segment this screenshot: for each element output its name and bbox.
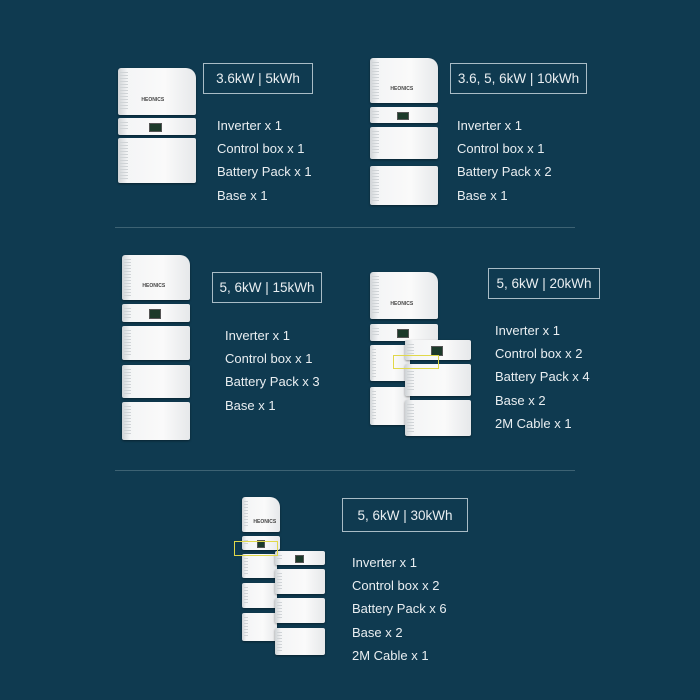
list-item: Base x 2	[352, 624, 403, 640]
list-item: Control box x 2	[352, 578, 440, 594]
battery-pack-unit	[405, 364, 471, 396]
display-screen	[295, 555, 304, 563]
component-list: Inverter x 1 Control box x 1 Battery Pac…	[225, 324, 320, 417]
control-box-unit	[118, 118, 196, 135]
component-list: Inverter x 1 Control box x 2 Battery Pac…	[352, 551, 447, 667]
inverter-unit: HEONICS	[242, 497, 280, 532]
list-item: Base x 1	[225, 397, 276, 413]
inverter-unit: HEONICS	[122, 255, 190, 300]
battery-pack-unit	[242, 554, 277, 578]
control-box-unit	[275, 551, 325, 565]
control-box-unit	[122, 304, 190, 322]
cable-highlight	[393, 355, 439, 369]
brand-logo: HEONICS	[253, 518, 277, 525]
battery-pack-unit	[122, 326, 190, 360]
list-item: Battery Pack x 4	[495, 369, 590, 385]
control-box-unit	[370, 107, 438, 123]
config-title: 3.6, 5, 6kW | 10kWh	[450, 63, 587, 94]
battery-pack-unit	[405, 400, 471, 436]
battery-pack-unit	[370, 345, 410, 381]
battery-pack-unit	[118, 138, 196, 183]
divider	[115, 227, 575, 228]
battery-pack-unit	[370, 127, 438, 159]
control-box-unit	[370, 324, 438, 341]
battery-pack-unit	[275, 598, 325, 623]
display-screen	[149, 123, 163, 132]
list-item: 2M Cable x 1	[352, 647, 429, 663]
divider	[115, 470, 575, 471]
list-item: Battery Pack x 2	[457, 164, 552, 180]
battery-pack-unit	[370, 387, 410, 425]
list-item: Base x 2	[495, 392, 546, 408]
component-list: Inverter x 1 Control box x 1 Battery Pac…	[457, 114, 552, 207]
list-item: Battery Pack x 6	[352, 601, 447, 617]
brand-logo: HEONICS	[390, 301, 414, 308]
config-title: 5, 6kW | 15kWh	[212, 272, 322, 303]
list-item: Battery Pack x 3	[225, 374, 320, 390]
brand-logo: HEONICS	[142, 282, 166, 289]
display-screen	[257, 540, 265, 548]
list-item: Control box x 1	[217, 141, 305, 157]
display-screen	[149, 309, 161, 319]
inverter-unit: HEONICS	[370, 58, 438, 103]
battery-pack-unit	[275, 569, 325, 594]
list-item: Control box x 1	[457, 141, 545, 157]
battery-pack-unit	[370, 166, 438, 205]
config-title: 5, 6kW | 30kWh	[342, 498, 468, 532]
list-item: Control box x 2	[495, 346, 583, 362]
list-item: Base x 1	[217, 187, 268, 203]
battery-pack-unit	[275, 628, 325, 655]
config-title: 3.6kW | 5kWh	[203, 63, 313, 94]
config-title: 5, 6kW | 20kWh	[488, 268, 600, 299]
inverter-unit: HEONICS	[370, 272, 438, 319]
battery-pack-unit	[122, 402, 190, 440]
cable-highlight	[234, 541, 278, 556]
control-box-unit	[242, 536, 280, 550]
battery-pack-unit	[122, 365, 190, 398]
inverter-unit: HEONICS	[118, 68, 196, 115]
list-item: Inverter x 1	[495, 323, 561, 338]
list-item: Inverter x 1	[217, 118, 283, 133]
brand-logo: HEONICS	[390, 85, 414, 92]
list-item: Control box x 1	[225, 351, 313, 367]
list-item: 2M Cable x 1	[495, 415, 572, 431]
list-item: Base x 1	[457, 187, 508, 203]
battery-pack-unit	[242, 613, 277, 641]
list-item: Inverter x 1	[457, 118, 523, 133]
list-item: Battery Pack x 1	[217, 164, 312, 180]
battery-pack-unit	[242, 583, 277, 608]
list-item: Inverter x 1	[352, 555, 418, 570]
display-screen	[397, 111, 409, 121]
component-list: Inverter x 1 Control box x 1 Battery Pac…	[217, 114, 312, 207]
list-item: Inverter x 1	[225, 328, 291, 343]
brand-logo: HEONICS	[141, 97, 165, 104]
component-list: Inverter x 1 Control box x 2 Battery Pac…	[495, 319, 590, 435]
display-screen	[397, 329, 409, 338]
